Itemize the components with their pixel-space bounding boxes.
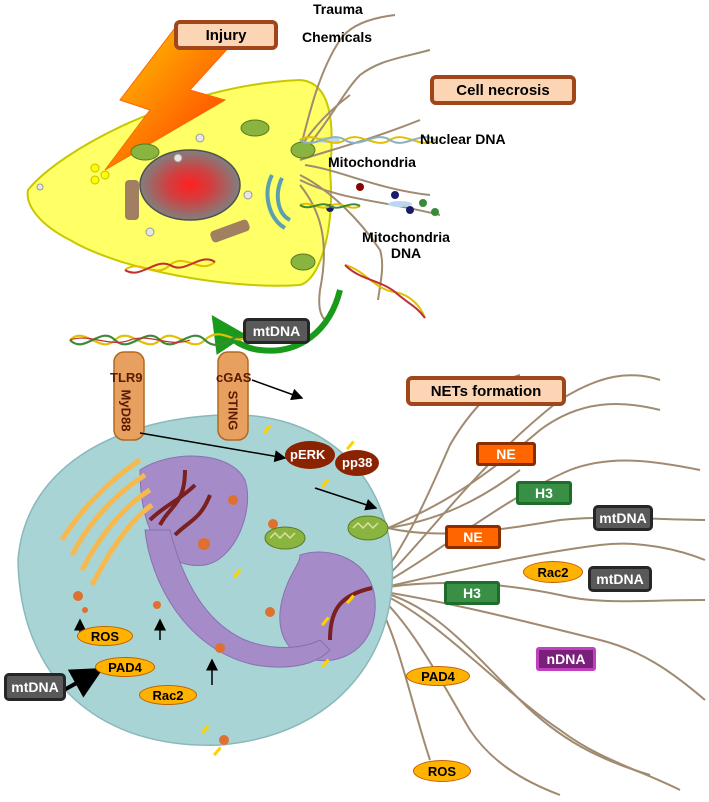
h3-box-1: H3 <box>516 481 572 505</box>
rac2-oval-in: Rac2 <box>139 685 197 705</box>
mitochondria-group-top <box>130 119 316 271</box>
ros-oval-in: ROS <box>77 626 133 646</box>
net-fibers-mito <box>387 403 706 535</box>
chromatin <box>148 469 373 641</box>
label-mitochondria-dna: Mitochondria DNA <box>351 229 461 261</box>
vesicles-top <box>36 133 439 237</box>
label-pp38: pp38 <box>342 455 373 470</box>
label-cgas: cGAS <box>216 370 252 385</box>
net-fibers <box>371 374 706 796</box>
dna-helix-extracellular <box>69 333 246 346</box>
golgi-top <box>265 174 292 230</box>
er-top <box>125 180 250 243</box>
mtdna-top-box: mtDNA <box>243 318 310 344</box>
label-myd88: MyD88 <box>118 389 134 432</box>
rac2-oval-out: Rac2 <box>523 561 583 583</box>
label-tlr9: TLR9 <box>110 370 143 385</box>
pad4-oval-in: PAD4 <box>95 657 155 677</box>
dna-helix-nuclear <box>299 136 436 144</box>
pad4-oval-out: PAD4 <box>406 666 470 686</box>
ne-box-2: NE <box>445 525 501 549</box>
pp38-node-shape <box>335 450 379 476</box>
injury-bolt-icon <box>104 27 231 171</box>
mitochondria-group-bottom <box>264 515 389 550</box>
mtdna-box-1: mtDNA <box>593 505 653 531</box>
label-perk: pERK <box>290 447 326 462</box>
ne-box-1: NE <box>476 442 536 466</box>
injury-box: Injury <box>174 20 278 50</box>
label-mitochondria-dna-line1: Mitochondria <box>362 229 450 245</box>
label-mitochondria-dna-line2: DNA <box>390 245 422 261</box>
ros-oval-out: ROS <box>413 760 471 782</box>
cell-nucleus <box>139 149 241 221</box>
nets-formation-box: NETs formation <box>406 376 566 406</box>
dna-helix-released <box>344 264 426 319</box>
dna-helix-cell-bottom <box>124 258 216 274</box>
green-arrow <box>211 289 343 355</box>
neutrophil-nucleus <box>139 455 376 668</box>
ribosome-dots <box>73 495 278 745</box>
dna-helix-mito-top <box>299 202 361 209</box>
label-trauma: Trauma <box>313 1 363 17</box>
mtdna-input-box: mtDNA <box>4 673 66 701</box>
h3-box-2: H3 <box>444 581 500 605</box>
cell-necrosis-box: Cell necrosis <box>430 75 576 105</box>
perk-node-shape <box>285 441 335 469</box>
ndna-box: nDNA <box>536 647 596 671</box>
mtdna-input-arrow <box>63 668 104 698</box>
label-mitochondria: Mitochondria <box>328 154 416 170</box>
granules <box>201 424 355 757</box>
mtdna-box-2: mtDNA <box>588 566 652 592</box>
label-nuclear-dna: Nuclear DNA <box>420 131 506 147</box>
cgas-receptor <box>217 351 249 441</box>
label-chemicals: Chemicals <box>302 29 373 45</box>
tlr9-receptor <box>113 351 145 441</box>
rough-er <box>59 457 154 587</box>
signal-arrows <box>74 379 378 685</box>
label-sting: STING <box>225 390 241 431</box>
